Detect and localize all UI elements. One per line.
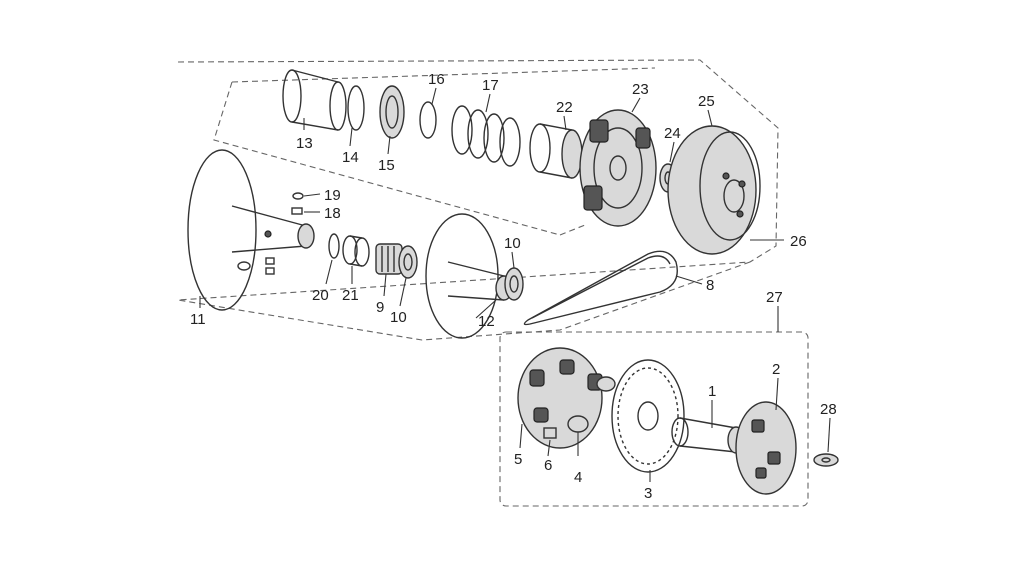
part-6-slider [543, 427, 557, 439]
part-28-washer [813, 453, 839, 467]
callout-16: 16 [428, 71, 445, 88]
part-8-drive-belt [523, 250, 678, 326]
part-1-collar [671, 417, 745, 454]
part-19-pin [292, 192, 304, 200]
part-5-ramp-plate [517, 347, 603, 449]
callout-28: 28 [820, 401, 837, 418]
callout-9: 9 [376, 299, 384, 316]
upper-assembly-outline [177, 59, 779, 341]
callout-11: 11 [190, 311, 206, 328]
callouts: 13 14 15 16 17 22 23 24 25 26 19 18 10 8… [190, 71, 837, 502]
part-11-fixed-face [187, 149, 315, 311]
part-13-sleeve [282, 69, 347, 131]
drive-pulley-kit-outline [499, 331, 809, 507]
part-2-outer-plate [735, 401, 797, 495]
part-25-clutch-bell [667, 125, 761, 255]
callout-3: 3 [644, 485, 652, 502]
callout-1: 1 [708, 383, 716, 400]
part-20-washer [328, 233, 340, 259]
part-10-seal-right [504, 267, 524, 301]
callout-10-lower: 10 [390, 309, 407, 326]
callout-20: 20 [312, 287, 329, 304]
callout-14: 14 [342, 149, 359, 166]
callout-6: 6 [544, 457, 552, 474]
part-10-seal-left [398, 245, 418, 279]
callout-4: 4 [574, 469, 582, 486]
part-14-ring [347, 85, 365, 131]
callout-26: 26 [790, 233, 807, 250]
callout-21: 21 [342, 287, 359, 304]
callout-12: 12 [478, 313, 495, 330]
callout-18: 18 [324, 205, 341, 222]
part-9-needle-bearing [375, 243, 403, 275]
part-17-spring [451, 105, 521, 167]
callout-27: 27 [766, 289, 783, 306]
part-15-bearing [379, 85, 405, 139]
callout-5: 5 [514, 451, 522, 468]
part-21-bushing [342, 235, 370, 267]
part-12-sliding-face [425, 213, 513, 339]
callout-8: 8 [706, 277, 714, 294]
part-23-clutch-assembly [579, 109, 657, 227]
callout-23: 23 [632, 81, 649, 98]
callout-13: 13 [296, 135, 313, 152]
shaft-hardware [237, 257, 275, 275]
callout-10-upper: 10 [504, 235, 521, 252]
part-4-roller [567, 376, 616, 433]
callout-19: 19 [324, 187, 341, 204]
callout-24: 24 [664, 125, 681, 142]
callout-2: 2 [772, 361, 780, 378]
part-22-collar [529, 123, 583, 179]
leader-lines [199, 87, 831, 482]
callout-17: 17 [482, 77, 499, 94]
part-18-key [291, 207, 303, 215]
callout-25: 25 [698, 93, 715, 110]
callout-22: 22 [556, 99, 573, 116]
callout-15: 15 [378, 157, 395, 174]
part-3-movable-face [611, 359, 685, 473]
part-16-oring [419, 101, 437, 139]
